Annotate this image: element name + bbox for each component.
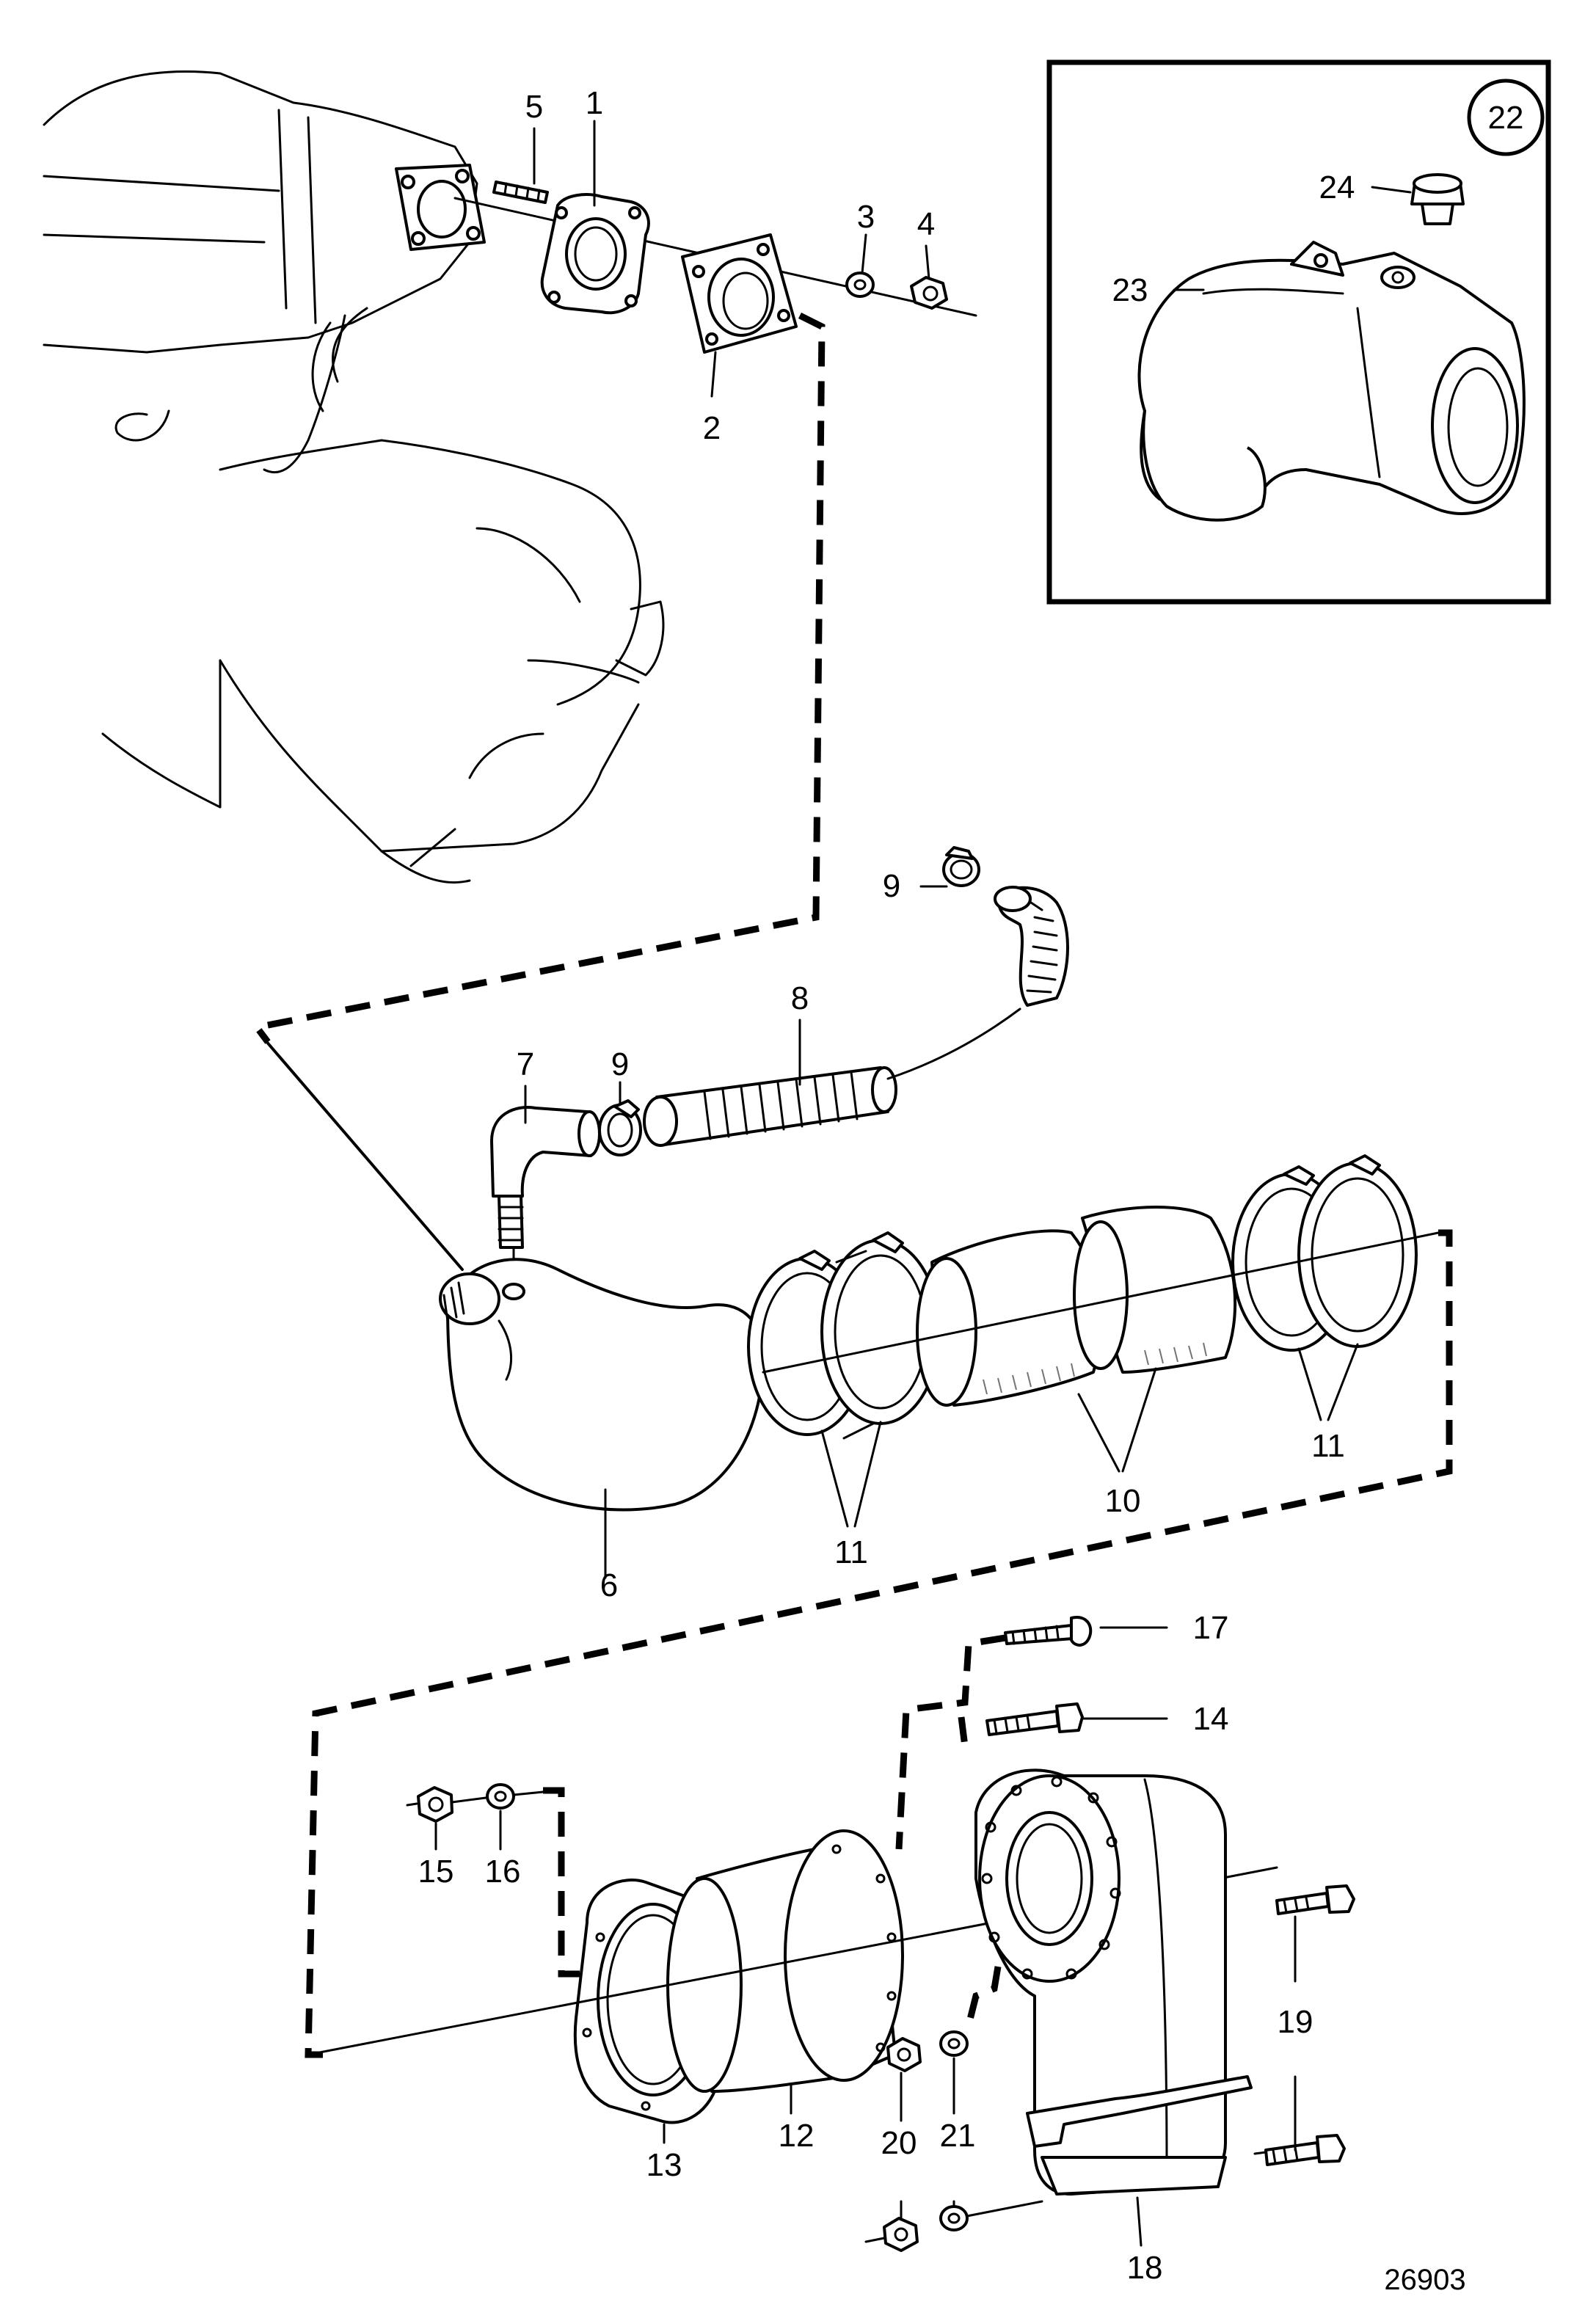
- engine-block-outline: [43, 70, 665, 884]
- dashed-link-15-16: [543, 1787, 580, 1978]
- callout-12: 12: [779, 2118, 815, 2154]
- inset-label-23: 23: [1112, 272, 1148, 308]
- callout-4: 4: [917, 206, 935, 242]
- callout-17: 17: [1193, 1610, 1229, 1646]
- hose-clamps-part-11-right: [1231, 1154, 1418, 1352]
- hose-clamp-part-9-lower: [598, 1099, 642, 1156]
- hose-link-line: [886, 1008, 1021, 1080]
- axis-15-16: [406, 1790, 544, 1807]
- nut-part-15: [417, 1786, 453, 1823]
- callout-18: 18: [1127, 2250, 1163, 2286]
- gasket-part-1: [540, 193, 650, 315]
- washer-part-3: [845, 272, 875, 298]
- hose-clamp-part-9-upper: [942, 846, 980, 887]
- elbow-fitting-part-7: [490, 1106, 601, 1249]
- hose-clamps-part-11-left: [747, 1231, 941, 1440]
- elbow-part-23: [1137, 241, 1526, 522]
- flange-plate-part-2: [681, 233, 798, 354]
- axis-21-to-bracket: [966, 2200, 1043, 2218]
- plug-part-24: [1410, 173, 1465, 225]
- callout-13: 13: [646, 2147, 682, 2183]
- nut-part-4: [910, 276, 948, 310]
- callout-11-left: 11: [834, 1534, 868, 1570]
- axis-20-21-lower: [864, 2237, 886, 2243]
- inset-panel-22: 22 24 23: [1046, 59, 1551, 605]
- leader-lines: [434, 120, 1359, 2247]
- nut-part-20-lower: [883, 2217, 919, 2252]
- callout-11-right: 11: [1311, 1428, 1345, 1464]
- callout-21: 21: [940, 2118, 976, 2154]
- callout-3: 3: [857, 199, 875, 235]
- rubber-hoses-part-10: [916, 1206, 1237, 1407]
- inset-badge-label: 22: [1488, 100, 1524, 136]
- bolt-part-19-lower: [1264, 2134, 1346, 2166]
- corrugated-hose-part-8: [643, 1066, 897, 1147]
- washer-part-16: [486, 1783, 515, 1810]
- nut-part-20-upper: [886, 2037, 922, 2072]
- bolt-part-14: [985, 1702, 1084, 1736]
- callout-10: 10: [1105, 1483, 1141, 1519]
- dashed-link-18-21: [965, 1966, 1002, 2027]
- callout-15: 15: [418, 1854, 454, 1890]
- inset-badge: [1467, 79, 1545, 156]
- washer-part-21-upper: [939, 2030, 969, 2057]
- callout-labels: 1 2 3 4 5 6 7 8 9 9 10 11 11 12 13 14 15…: [418, 85, 1345, 2286]
- engine-outlet-flange: [395, 164, 486, 251]
- callout-9-upper: 9: [883, 868, 900, 904]
- axis-19-lower: [1253, 2151, 1267, 2155]
- callout-20: 20: [881, 2125, 917, 2161]
- inset-label-24: 24: [1319, 170, 1355, 205]
- drawing-reference-number: 26903: [1384, 2264, 1465, 2296]
- bent-hose-upper: [994, 886, 1069, 1007]
- bolt-part-19-upper: [1275, 1884, 1355, 1915]
- callout-14: 14: [1193, 1701, 1229, 1737]
- leader-elbow-axis: [259, 1033, 464, 1271]
- dashed-link-17-14: [895, 1634, 1006, 1850]
- callout-16: 16: [485, 1854, 521, 1890]
- screw-part-17: [1004, 1616, 1093, 1647]
- callout-9-lower: 9: [611, 1046, 629, 1082]
- washer-part-21-lower: [939, 2205, 969, 2231]
- callout-5: 5: [525, 89, 543, 125]
- leader-24: [1371, 186, 1412, 194]
- assembly-axis-middle: [762, 1231, 1440, 1374]
- dashed-link-flange-to-elbow: [251, 312, 826, 1044]
- callout-7: 7: [517, 1046, 534, 1082]
- callout-6: 6: [600, 1567, 618, 1603]
- outlet-housing-part-18: [974, 1768, 1253, 2196]
- callout-19: 19: [1278, 2004, 1313, 2040]
- callout-1: 1: [586, 85, 603, 121]
- callout-2: 2: [703, 410, 721, 446]
- flange-pipe-part-12: [666, 1829, 904, 2093]
- exhaust-elbow-part-6: [439, 1258, 765, 1512]
- dashed-link-14: [958, 1716, 969, 1747]
- stud-part-5: [492, 181, 549, 204]
- callout-8: 8: [791, 980, 809, 1016]
